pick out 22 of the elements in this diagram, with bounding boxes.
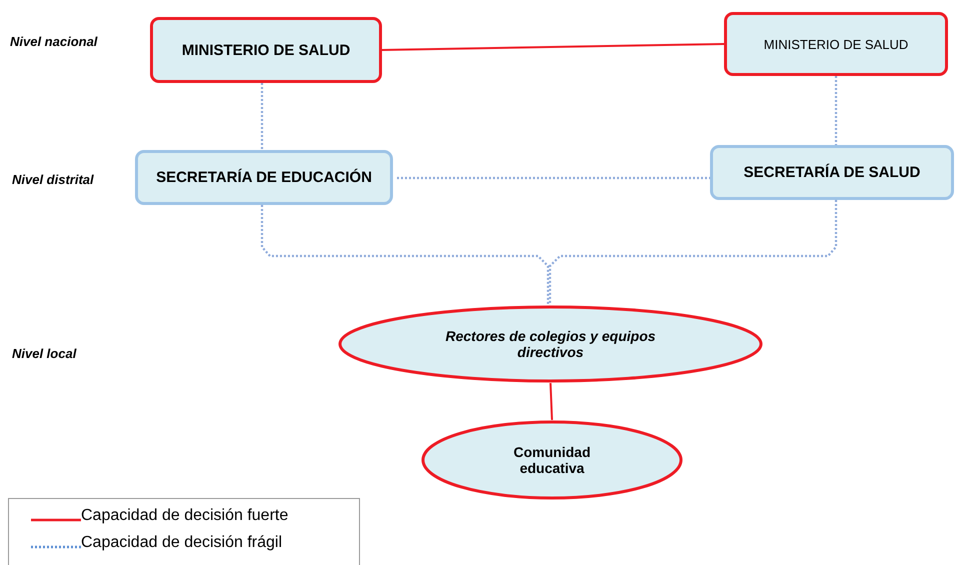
- connector-line: [382, 43, 724, 51]
- legend-label: Capacidad de decisión frágil: [81, 534, 282, 552]
- connector-line: [260, 205, 550, 305]
- level-label: Nivel local: [12, 346, 76, 361]
- legend-label: Capacidad de decisión fuerte: [81, 507, 288, 525]
- connector-line: [548, 200, 838, 305]
- node-label: MINISTERIO DE SALUD: [764, 36, 908, 52]
- org-box: [724, 12, 948, 76]
- connector-line: [834, 76, 838, 145]
- org-box: [135, 150, 393, 205]
- level-label: Nivel nacional: [10, 34, 98, 49]
- connector-line: [260, 83, 264, 150]
- node-label: Rectores de colegios y equipos directivos: [444, 328, 657, 360]
- node-label: MINISTERIO DE SALUD: [182, 42, 350, 58]
- connector-line: [550, 382, 553, 420]
- level-label: Nivel distrital: [12, 172, 94, 187]
- node-label: SECRETARÍA DE SALUD: [744, 164, 920, 181]
- org-box: [710, 145, 954, 200]
- org-box: [150, 17, 382, 83]
- node-label: SECRETARÍA DE EDUCACIÓN: [156, 169, 372, 186]
- connector-line: [397, 176, 710, 180]
- node-label: Comunidad educativa: [512, 444, 592, 476]
